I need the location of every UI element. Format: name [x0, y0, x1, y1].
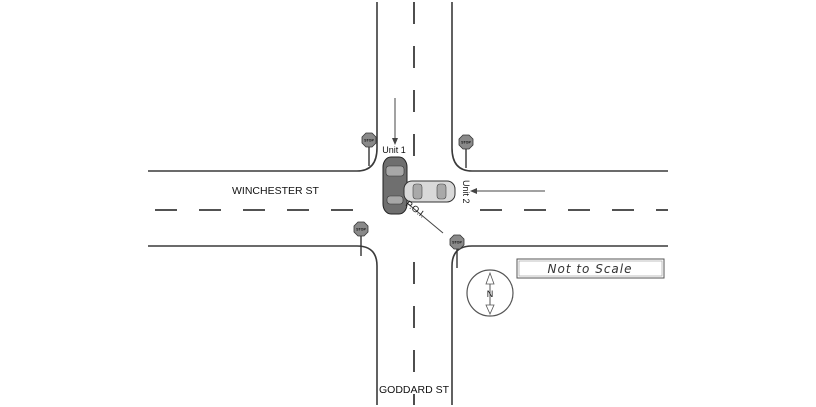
street-label-goddard: GODDARD ST: [379, 384, 450, 396]
unit1-direction-arrow: [392, 98, 398, 145]
north-arrow-icon: N: [466, 269, 514, 317]
road-edges: [148, 2, 668, 405]
north-arrow-letter: N: [487, 289, 494, 299]
stop-sign-label: STOP: [452, 241, 462, 245]
not-to-scale-text: Not to Scale: [548, 262, 633, 276]
stop-sign-label: STOP: [364, 139, 374, 143]
poi-leader-line: [400, 197, 444, 234]
stop-sign-se: STOP: [449, 234, 465, 268]
stop-sign-label: STOP: [356, 228, 366, 232]
not-to-scale-note: Not to Scale: [516, 258, 665, 279]
vehicle-unit2: [403, 180, 456, 203]
stop-sign-sw: STOP: [353, 221, 369, 256]
unit2-direction-arrow: [470, 188, 545, 194]
unit2-label: Unit 2: [461, 180, 471, 204]
stop-sign-label: STOP: [461, 141, 471, 145]
stop-sign-nw: STOP: [361, 132, 377, 166]
street-label-winchester: WINCHESTER ST: [232, 185, 320, 197]
lane-dividers: [155, 2, 668, 405]
stop-sign-ne: STOP: [458, 134, 474, 168]
unit1-label: Unit 1: [382, 145, 406, 155]
vehicle-unit1: [382, 156, 408, 215]
